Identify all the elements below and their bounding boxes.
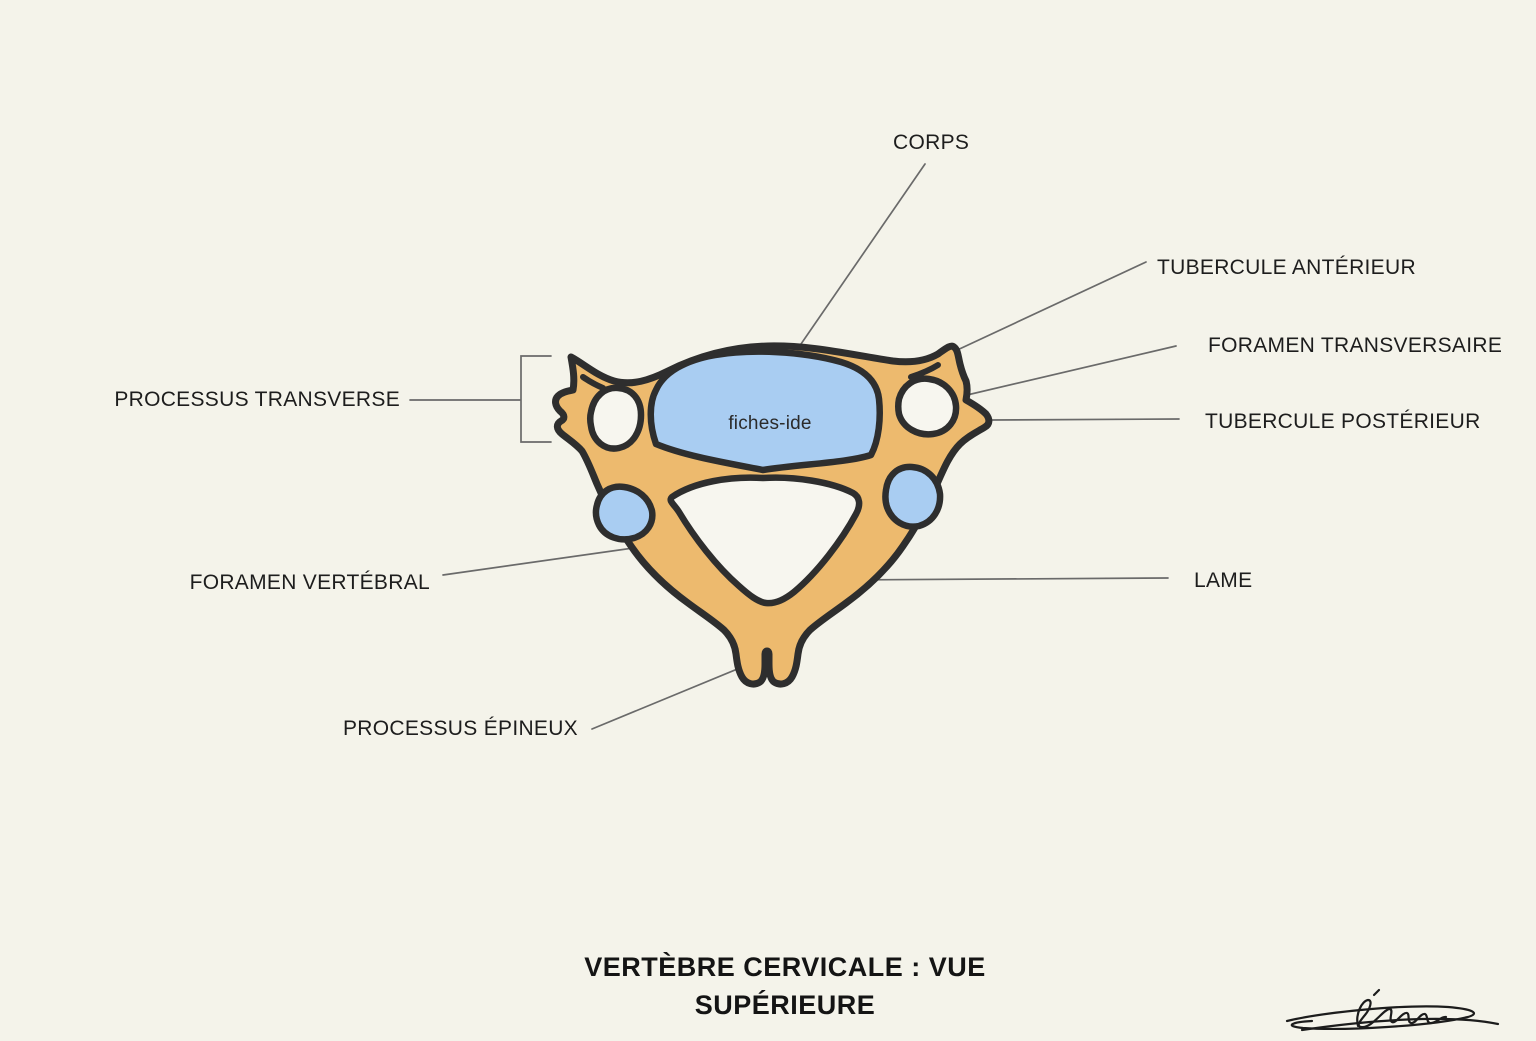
foramen-transversaire-left-region (587, 384, 645, 452)
bracket-processus-transverse (409, 355, 552, 443)
articular-facet-right (882, 463, 944, 530)
diagram-title: VERTÈBRE CERVICALE : VUE SUPÉRIEURE (584, 952, 986, 1020)
left-process-fold-line (580, 374, 606, 391)
label-foramen-transversaire: FORAMEN TRANSVERSAIRE (1208, 334, 1503, 357)
watermark-fiches-ide: fiches-ide (728, 413, 812, 434)
right-process-fold-line (908, 362, 941, 380)
leader-foramen-transversaire (932, 345, 1177, 404)
articular-facet-left (592, 483, 656, 543)
label-corps: CORPS (893, 131, 970, 154)
corps-region (647, 348, 883, 474)
label-processus-transverse: PROCESSUS TRANSVERSE (114, 388, 400, 411)
foramen-vertebral-region (667, 474, 863, 607)
label-tubercule-posterieur: TUBERCULE POSTÉRIEUR (1205, 410, 1481, 433)
label-tubercule-anterieur: TUBERCULE ANTÉRIEUR (1157, 256, 1416, 279)
label-processus-epineux: PROCESSUS ÉPINEUX (343, 717, 578, 740)
leader-tubercule-anterieur (952, 261, 1147, 353)
foramen-transversaire-right-region (895, 375, 960, 438)
leader-tubercule-posterieur (990, 418, 1180, 421)
label-lame: LAME (1194, 569, 1253, 592)
artist-signature (1285, 988, 1500, 1032)
leader-lame (835, 577, 1169, 581)
label-foramen-vertebral: FORAMEN VERTÉBRAL (189, 571, 430, 594)
